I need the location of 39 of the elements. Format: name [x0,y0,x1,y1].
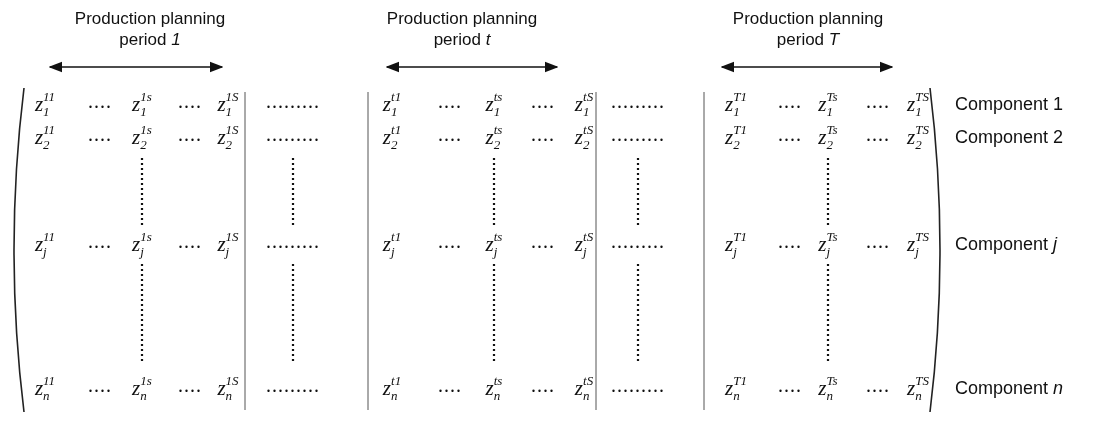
ellipsis: .... [438,230,462,254]
ellipsis: .... [88,230,112,254]
ellipsis: .... [178,90,202,114]
row-label: Component n [955,377,1064,399]
ellipsis: ......... [266,374,320,398]
ellipsis: ......... [611,90,665,114]
ellipsis: .... [88,374,112,398]
ellipsis: .... [778,90,802,114]
ellipsis: .... [778,123,802,147]
ellipsis: .... [531,90,555,114]
ellipsis: ......... [611,123,665,147]
ellipsis: .... [866,374,890,398]
ellipsis: ......... [611,230,665,254]
ellipsis: .... [531,230,555,254]
row-label: Component 2 [955,126,1064,148]
ellipsis: .... [88,123,112,147]
ellipsis: .... [178,230,202,254]
ellipsis: .... [178,374,202,398]
column-heading: Production planning period T [731,8,885,50]
ellipsis: ......... [266,123,320,147]
column-heading: Production planning period t [385,8,539,50]
ellipsis: .... [438,374,462,398]
ellipsis: ......... [266,230,320,254]
row-label: Component 1 [955,93,1064,115]
ellipsis: .... [438,123,462,147]
ellipsis: .... [178,123,202,147]
ellipsis: .... [88,90,112,114]
ellipsis: .... [438,90,462,114]
ellipsis: ......... [266,90,320,114]
ellipsis: .... [778,374,802,398]
ellipsis: .... [866,230,890,254]
ellipsis: ......... [611,374,665,398]
ellipsis: .... [866,123,890,147]
ellipsis: .... [866,90,890,114]
column-heading: Production planning period 1 [73,8,227,50]
row-label: Component j [955,233,1058,255]
ellipsis: .... [778,230,802,254]
ellipsis: .... [531,374,555,398]
ellipsis: .... [531,123,555,147]
